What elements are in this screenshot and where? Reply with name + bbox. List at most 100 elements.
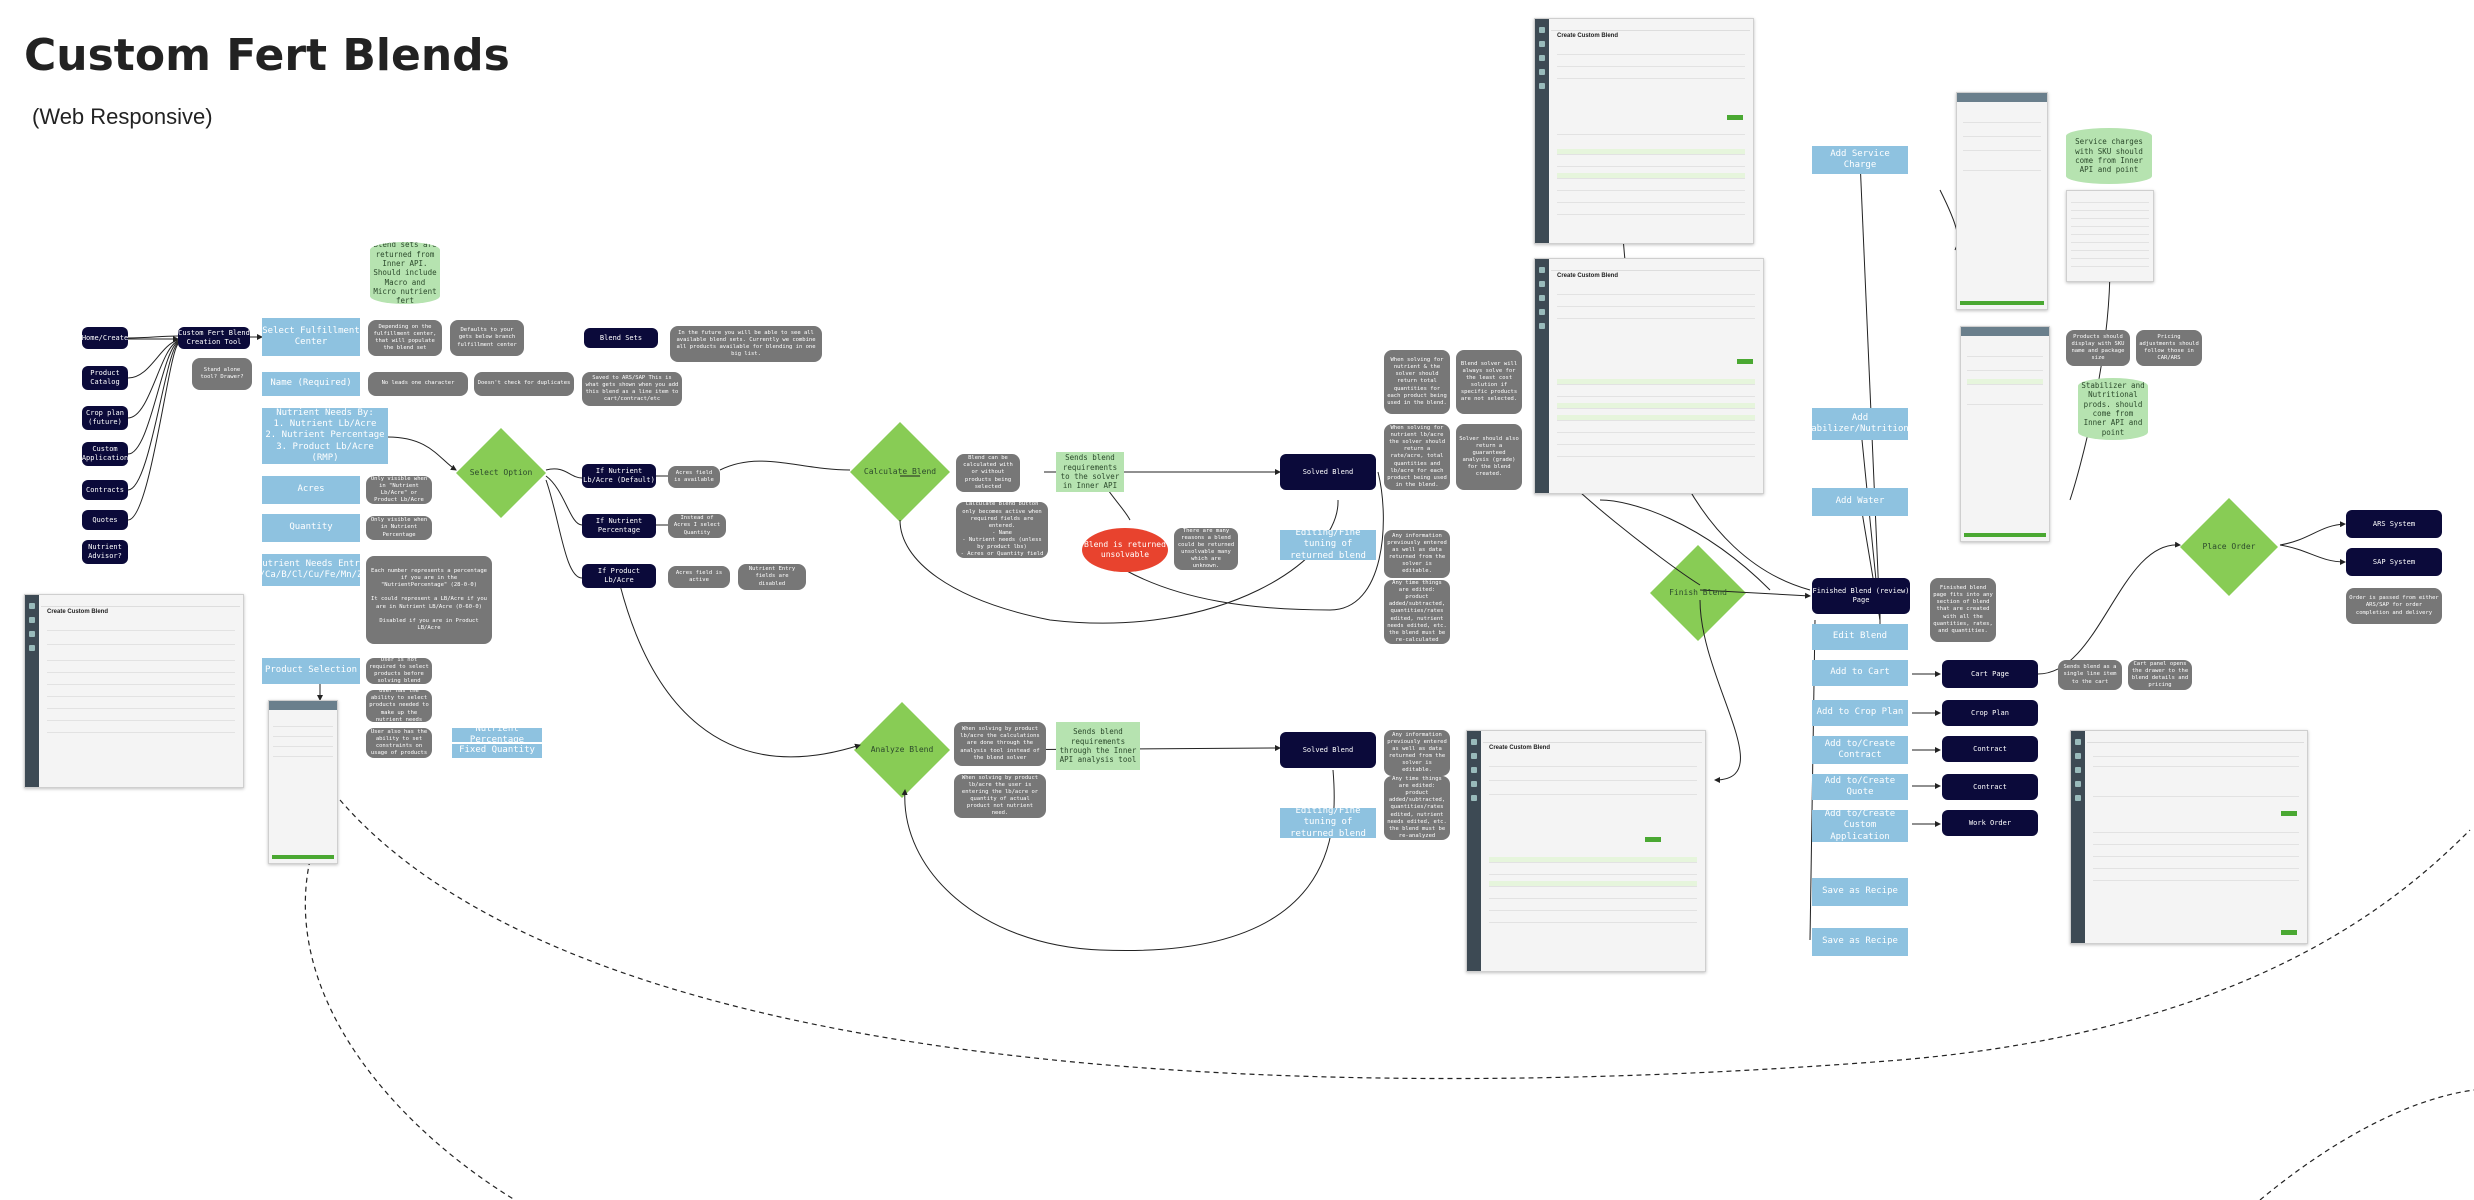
mockup-row	[1557, 415, 1755, 421]
mockup-row	[1557, 61, 1745, 67]
mockup-sidebar	[25, 595, 39, 787]
diamond-label: Select Option	[469, 468, 533, 477]
mockup-header	[2087, 734, 2304, 743]
solved-blend-node: Solved Blend	[1280, 454, 1376, 490]
finished-page-note: Finished blend page fits into any sectio…	[1930, 578, 1996, 642]
mockup-row	[1557, 427, 1755, 433]
mockup-row	[1489, 761, 1697, 767]
mobile-action-button[interactable]	[1964, 533, 2046, 537]
service-cylinder: Service charges with SKU should come fro…	[2066, 128, 2152, 184]
mockup-row	[1489, 893, 1697, 899]
analyze-note: When solving by product lb/acre the user…	[954, 774, 1046, 818]
review-blend-mockup	[2070, 730, 2308, 944]
cart-note: Cart panel opens the drawer to the blend…	[2128, 660, 2192, 690]
option-node: If Nutrient Percentage	[582, 514, 656, 538]
mockup-sidebar	[1535, 259, 1549, 493]
nutrient-entry-note: Each number represents a percentage if y…	[366, 556, 492, 644]
mockup-row	[1557, 313, 1755, 319]
mockup-row	[1967, 351, 2043, 357]
edit-note: Any time things are edited: product adde…	[1384, 580, 1450, 644]
calculate-blend-diamond: Calculate Blend	[850, 422, 950, 522]
mockup-header	[41, 598, 240, 607]
product-selection-box: Product Selection	[262, 658, 360, 684]
mockup-row	[1557, 439, 1755, 445]
sends-to-analysis: Sends blend requirements through the Inn…	[1056, 722, 1140, 770]
mockup-row	[273, 751, 333, 757]
action-box: Add Service Charge	[1812, 146, 1908, 174]
mockup-row	[2093, 761, 2299, 767]
mockup-row	[47, 639, 235, 645]
mockup-row	[1557, 209, 1745, 215]
mockup-row	[1557, 173, 1745, 179]
mockup-header	[1483, 734, 1702, 743]
mobile-header	[269, 701, 337, 710]
cart-page: Cart Page	[1942, 660, 2038, 688]
mockup-row	[273, 721, 333, 727]
diamond-label: Calculate Blend	[863, 467, 937, 476]
cart-note: Sends blend as a single line item to the…	[2058, 660, 2122, 690]
mobile-action-button[interactable]	[1960, 301, 2044, 305]
mockup-button[interactable]	[2281, 811, 2297, 816]
mockup-row	[1557, 301, 1755, 307]
name-note: No leads one character	[368, 372, 468, 396]
mockup-row	[273, 741, 333, 747]
mockup-row	[47, 727, 235, 733]
name-box: Name (Required)	[262, 372, 360, 396]
mockup-row	[2071, 261, 2149, 267]
mockup-row	[1557, 161, 1745, 167]
mobile-header	[1961, 327, 2049, 336]
mockup-row	[1489, 789, 1697, 795]
mockup-button[interactable]	[1645, 837, 1661, 842]
mockup-row	[2071, 205, 2149, 211]
mockup-title: Create Custom Blend	[1489, 745, 1551, 751]
action-box: Save as Recipe	[1812, 928, 1908, 956]
mobile-action-button[interactable]	[272, 855, 334, 859]
tool-note: Stand alone tool? Drawer?	[192, 358, 252, 390]
analyzed-blend-mockup: Create Custom Blend	[1466, 730, 1706, 972]
product-selection-note: User is not required to select products …	[366, 658, 432, 684]
service-note: Pricing adjustments should follow those …	[2136, 330, 2202, 366]
mockup-button[interactable]	[1737, 359, 1753, 364]
mockup-row	[1557, 49, 1745, 55]
calculated-blend-mockup: Create Custom Blend	[1534, 18, 1754, 244]
mockup-row	[2071, 213, 2149, 219]
entry-point: Custom Application	[82, 442, 128, 466]
mockup-row	[2093, 863, 2299, 869]
mockup-row	[1557, 197, 1745, 203]
finish-blend-diamond: Finish Blend	[1650, 545, 1746, 641]
mockup-row	[1557, 403, 1755, 409]
entry-point: Crop plan (future)	[82, 406, 128, 430]
stabilizer-cylinder: Stabilizer and Nutritional prods. should…	[2078, 378, 2148, 440]
contract-node: Contract	[1942, 774, 2038, 800]
editing-box: Editing/Fine tuning of returned blend	[1280, 808, 1376, 838]
mockup-row	[1963, 131, 2041, 137]
mockup-row	[1489, 857, 1697, 863]
action-box: Add Stabilizer/Nutritional	[1812, 408, 1908, 440]
mockup-row	[47, 655, 235, 661]
mockup-title: Create Custom Blend	[47, 609, 109, 615]
action-box: Add to/Create Contract	[1812, 736, 1908, 764]
option-node: If Nutrient Lb/Acre (Default)	[582, 464, 656, 488]
action-box: Add to/Create Custom Application	[1812, 810, 1908, 842]
entry-point: Home/Create	[82, 327, 128, 349]
mobile-mockup	[268, 700, 338, 864]
analyze-note: When solving by product lb/acre the calc…	[954, 722, 1046, 766]
acres-note: Only visible when in "Nutrient Lb/Acre" …	[366, 476, 432, 504]
mockup-row	[1967, 365, 2043, 371]
mockup-button[interactable]	[2281, 930, 2297, 935]
mockup-row	[47, 625, 235, 631]
mockup-row	[47, 691, 235, 697]
mockup-row	[273, 731, 333, 737]
fulfillment-note: Defaults to your gets below branch fulfi…	[450, 320, 524, 356]
unsolvable-node: Blend is returned unsolvable	[1082, 528, 1168, 572]
diamond-label: Finish Blend	[1669, 588, 1727, 597]
mockup-sidebar	[1535, 19, 1549, 243]
mockup-row	[2093, 875, 2299, 881]
option-note: Nutrient Entry fields are disabled	[738, 564, 806, 590]
blend-form-mockup: Create Custom Blend	[24, 594, 244, 788]
mockup-title: Create Custom Blend	[1557, 273, 1619, 279]
mockup-row	[2093, 851, 2299, 857]
mockup-button[interactable]	[1727, 115, 1743, 120]
mockup-row	[2071, 245, 2149, 251]
mockup-row	[47, 703, 235, 709]
